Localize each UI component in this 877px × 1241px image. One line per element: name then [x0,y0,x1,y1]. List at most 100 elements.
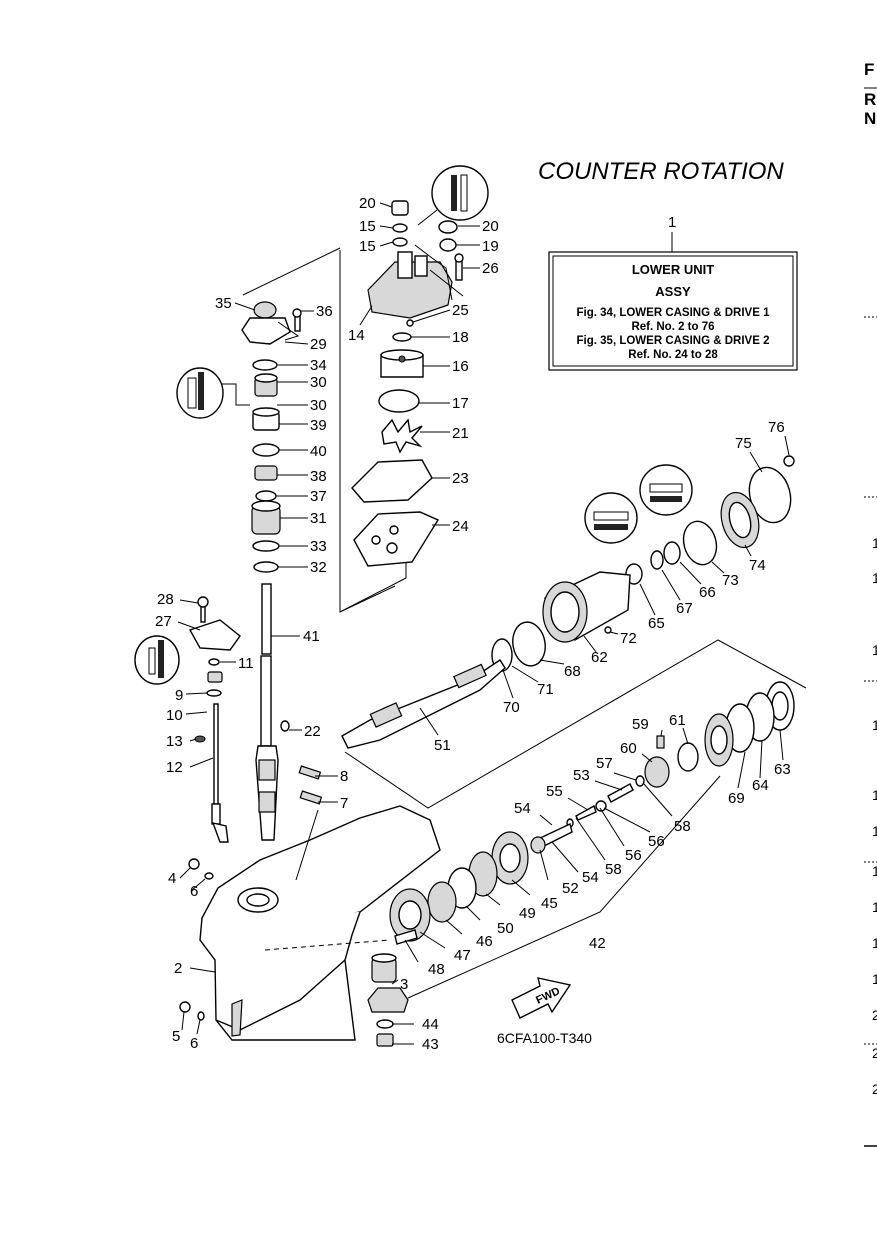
callout-label: 69 [728,790,745,807]
lower-casing [179,805,441,1041]
callout-label: 46 [476,933,493,950]
detail-inset [176,367,250,419]
callout-label: 58 [605,861,622,878]
callout-label: 23 [452,470,469,487]
callout-label: 45 [541,895,558,912]
callout-label: 59 [632,716,649,733]
callout-label: 56 [648,833,665,850]
callout-label: 5 [172,1028,180,1045]
gear-parts [367,681,795,1047]
callout-label: 20 [482,218,499,235]
callout-label: 65 [648,615,665,632]
edge-number: 2 [872,1081,877,1097]
callout-label: 21 [452,425,469,442]
callout-label: 43 [422,1036,439,1053]
callout-label: 56 [625,847,642,864]
edge-number: 1 [872,535,877,551]
callout-label: 37 [310,488,327,505]
callout-label: 30 [310,374,327,391]
edge-letter: N [864,109,876,128]
figure-code: 6CFA100-T340 [497,1030,592,1046]
propeller-shaft-housing-parts [341,455,795,749]
forward-direction-arrow: FWD [511,977,572,1019]
callout-label: 33 [310,538,327,555]
callout-label: 63 [774,761,791,778]
leader-lines [177,202,790,1045]
assy-subtitle: ASSY [655,284,691,299]
callout-label: 27 [155,613,172,630]
callout-label: 66 [699,584,716,601]
callout-label: 16 [452,358,469,375]
callout-label: 54 [514,800,531,817]
callout-label: 74 [749,557,766,574]
callout-label: 35 [215,295,232,312]
callout-label: 8 [340,768,348,785]
callout-label: 4 [168,870,176,887]
assy-fig-ref: Fig. 34, LOWER CASING & DRIVE 1 [577,307,771,319]
callout-label: 12 [166,759,183,776]
water-pump-parts [351,200,464,567]
callout-label: 62 [591,649,608,666]
edge-number: 1 [872,787,877,803]
callout-label: 50 [497,920,514,937]
callout-label: 18 [452,329,469,346]
callout-label: 38 [310,468,327,485]
callout-label: 41 [303,628,320,645]
detail-inset [417,165,489,226]
assy-title: LOWER UNIT [632,262,714,277]
edge-number: 2 [872,1007,877,1023]
callout-label: 3 [400,976,408,993]
callout-label: 2 [174,960,182,977]
callout-label: 64 [752,777,769,794]
edge-number: 1 [872,642,877,658]
callout-label: 24 [452,518,469,535]
callout-label: 75 [735,435,752,452]
callout-label: 48 [428,961,445,978]
callout-label: 54 [582,869,599,886]
callout-label: 1 [668,214,676,231]
edge-number: 1 [872,863,877,879]
callout-label: 31 [310,510,327,527]
callout-label: 40 [310,443,327,460]
callout-label: 44 [422,1016,439,1033]
edge-number: 1 [872,899,877,915]
callout-label: 22 [304,723,321,740]
callout-label: 58 [674,818,691,835]
callout-label: 13 [166,733,183,750]
edge-number: 1 [872,971,877,987]
callout-label: 19 [482,238,499,255]
callout-label: 53 [573,767,590,784]
drive-shaft-parts [241,301,302,841]
part-callouts: 20 15 15 20 19 26 25 14 18 16 17 21 23 2… [155,195,791,1053]
callout-label: 7 [340,795,348,812]
callout-label: 29 [310,336,327,353]
callout-label: 51 [434,737,451,754]
edge-number: 1 [872,823,877,839]
callout-label: 67 [676,600,693,617]
callout-label: 30 [310,397,327,414]
callout-label: 34 [310,357,327,374]
callout-label: 36 [316,303,333,320]
callout-label: 76 [768,419,785,436]
callout-label: 10 [166,707,183,724]
callout-label: 47 [454,947,471,964]
edge-number: 1 [872,570,877,586]
callout-label: 57 [596,755,613,772]
callout-label: 73 [722,572,739,589]
shift-rod-parts [134,596,323,843]
callout-label: 70 [503,699,520,716]
callout-label: 68 [564,663,581,680]
callout-label: 55 [546,783,563,800]
callout-label: 6 [190,883,198,900]
callout-label: 32 [310,559,327,576]
callout-label: 14 [348,327,365,344]
assy-ref-range: Ref. No. 24 to 28 [628,349,718,361]
callout-label: 39 [310,417,327,434]
diagram-title: COUNTER ROTATION [538,158,784,185]
callout-label: 60 [620,740,637,757]
page-edge-text: F R N 1 1 1 1 1 1 1 1 1 1 2 2 2 [864,60,877,1147]
assy-reference-box: 1 LOWER UNIT ASSY Fig. 34, LOWER CASING … [548,214,798,371]
callout-label: 61 [669,712,686,729]
callout-label: 28 [157,591,174,608]
assy-ref-range: Ref. No. 2 to 76 [631,321,714,333]
